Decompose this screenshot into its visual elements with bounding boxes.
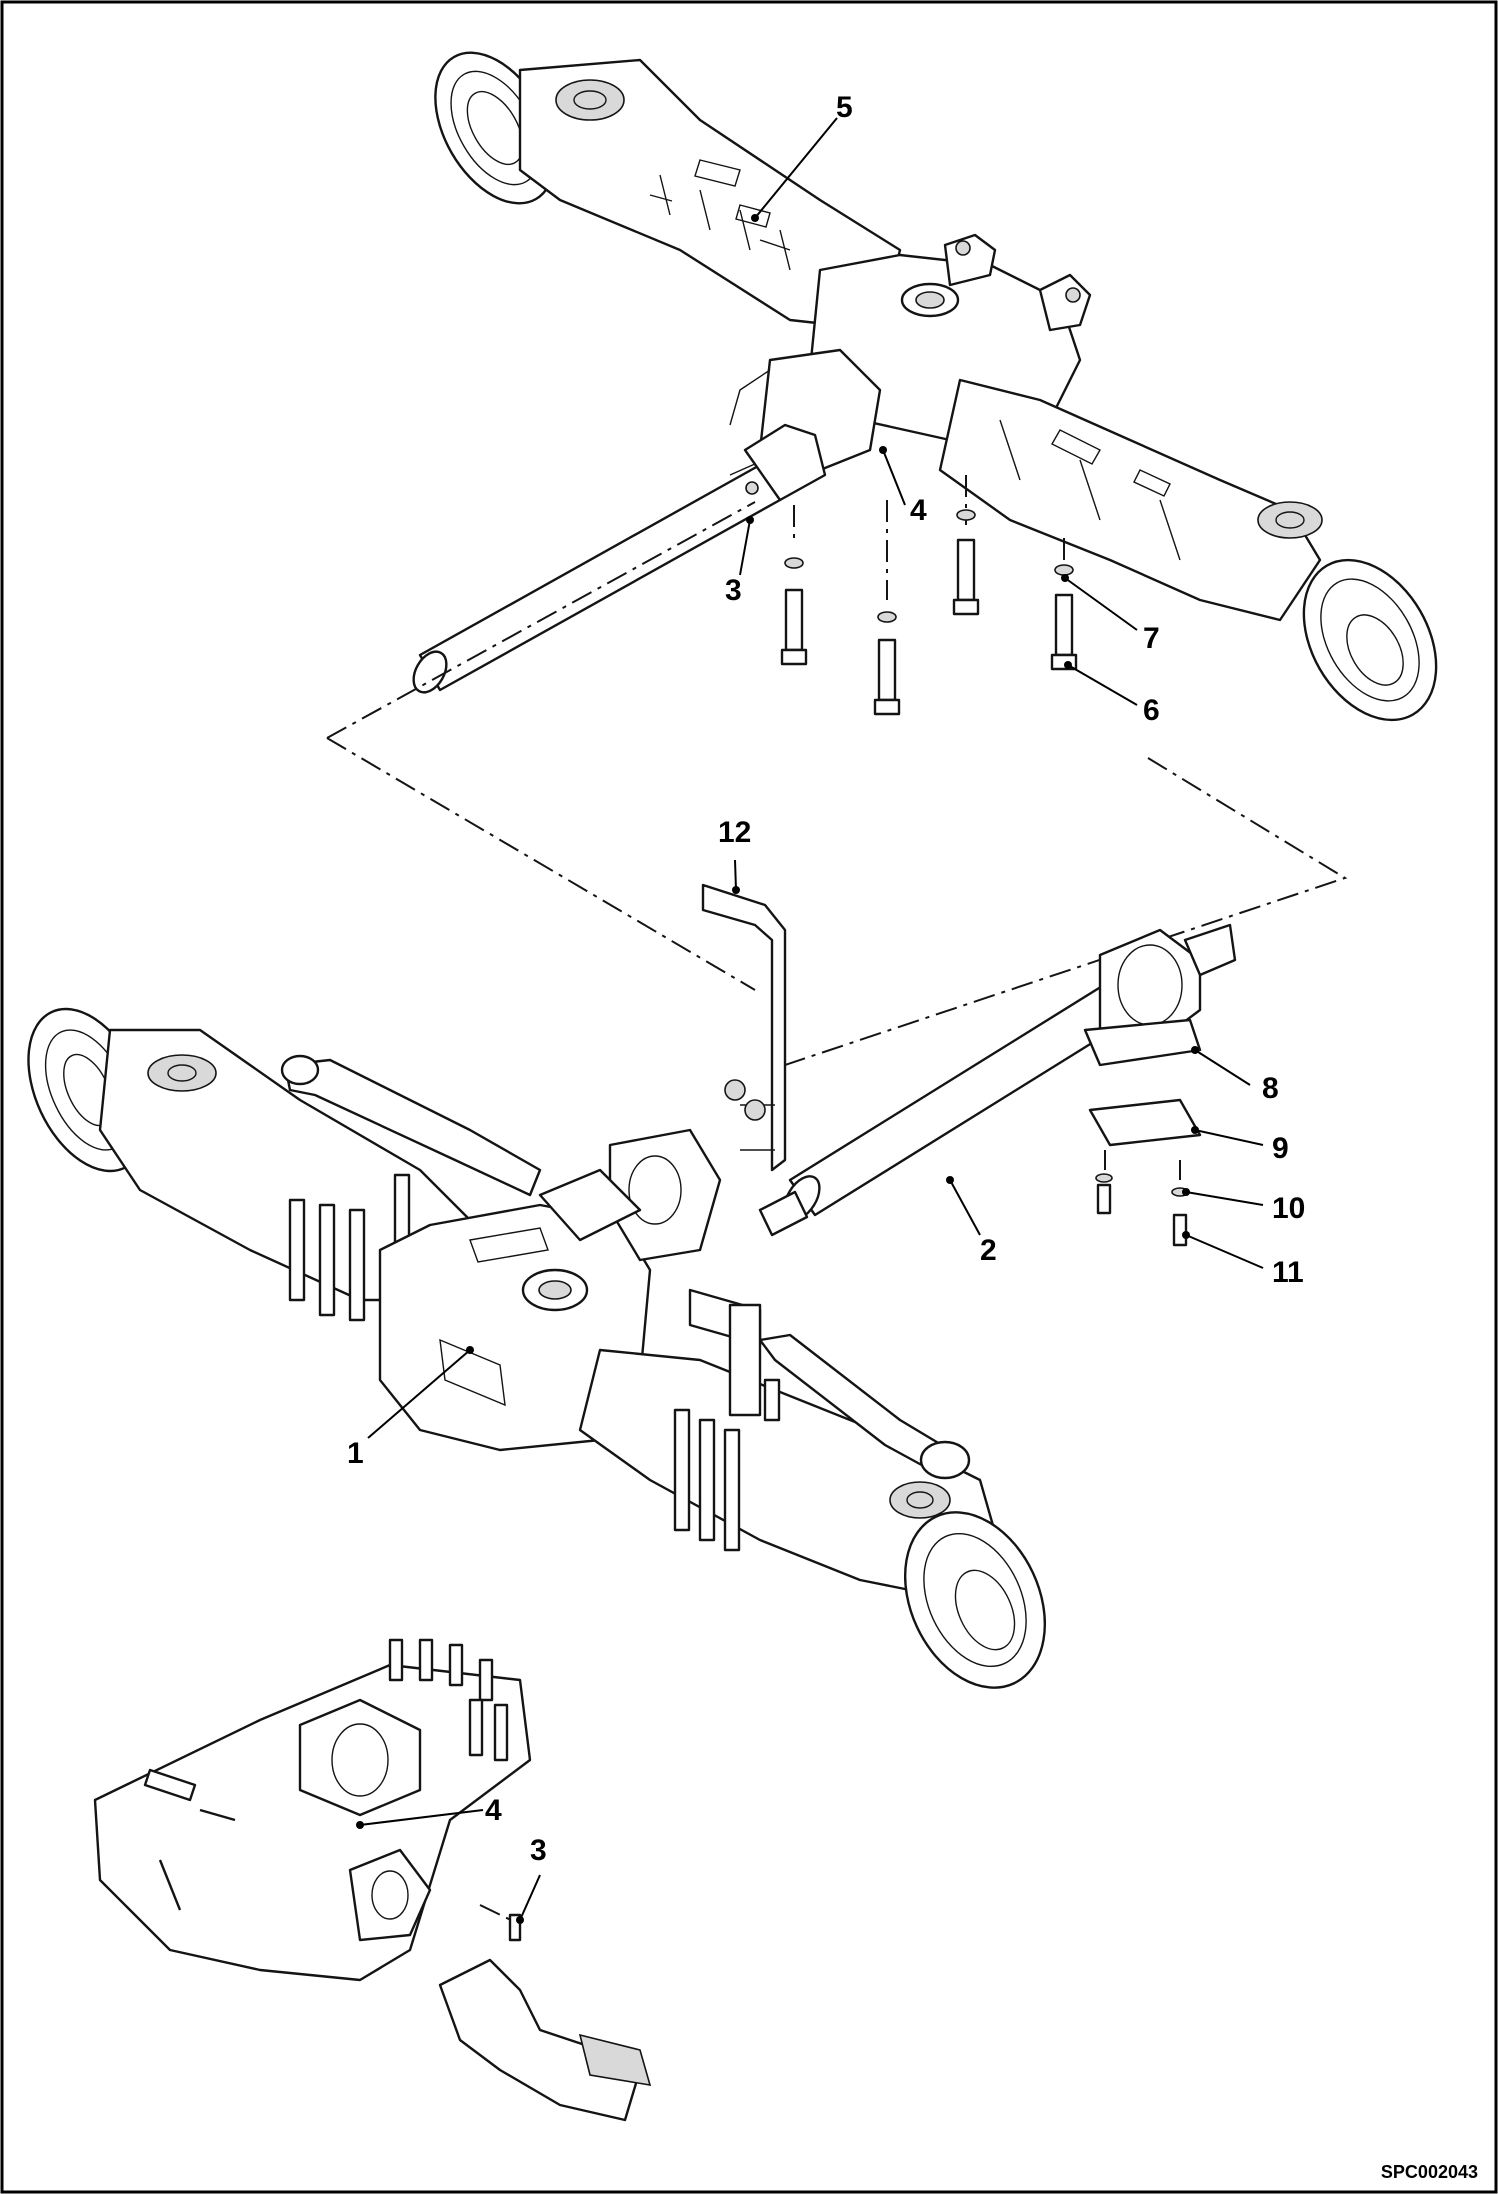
callout-4-inset: 4 — [485, 1794, 502, 1827]
callout-3: 3 — [725, 574, 742, 607]
callout-11: 11 — [1272, 1256, 1304, 1289]
callout-6: 6 — [1143, 694, 1160, 727]
leader-lines — [356, 117, 1264, 1924]
callout-5: 5 — [836, 91, 853, 124]
bearing-mount-parts — [1088, 1098, 1202, 1247]
top-mounting-bolts — [780, 475, 1078, 716]
top-axle-assembly — [434, 51, 1438, 722]
callout-9: 9 — [1272, 1132, 1289, 1165]
callout-10: 10 — [1272, 1192, 1305, 1225]
callout-1: 1 — [347, 1437, 364, 1470]
callout-4: 4 — [910, 494, 927, 527]
callout-12: 12 — [718, 816, 751, 849]
main-axle-assembly — [27, 1007, 1047, 1689]
inset-detail — [93, 1638, 652, 2122]
callout-numbers: 5 4 3 7 6 12 8 9 10 11 2 1 4 3 — [347, 91, 1305, 1867]
callout-2: 2 — [980, 1234, 997, 1267]
rear-drive-shaft — [758, 923, 1237, 1237]
reference-code: SPC002043 — [1381, 2162, 1478, 2182]
bracket-12 — [701, 883, 787, 1172]
assembly-link-outline — [326, 501, 1348, 1071]
callout-8: 8 — [1262, 1072, 1279, 1105]
callout-7: 7 — [1143, 622, 1160, 655]
callout-3-inset: 3 — [530, 1834, 547, 1867]
top-drive-shaft — [412, 423, 827, 694]
